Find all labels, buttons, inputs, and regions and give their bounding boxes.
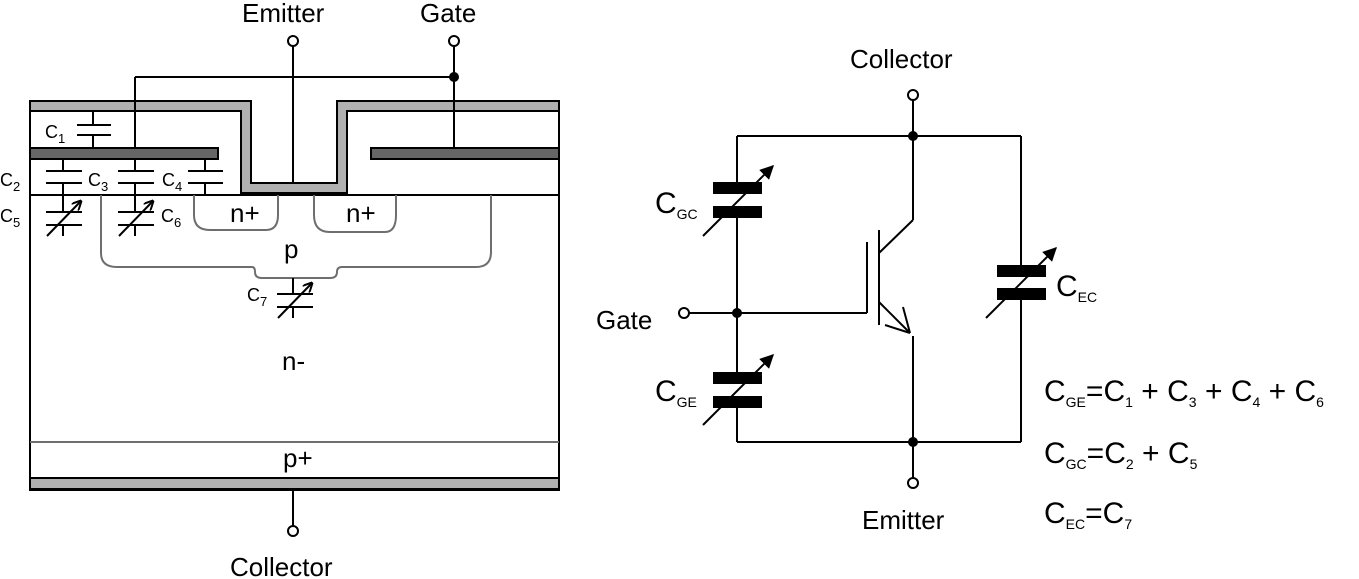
igbt-symbol bbox=[866, 136, 914, 442]
cge-label: CGE bbox=[655, 375, 697, 410]
equation-cgc: CGC=C2 + C5 bbox=[1044, 437, 1198, 472]
capacitor-c4 bbox=[188, 159, 223, 195]
capacitor-c7 bbox=[277, 278, 313, 319]
n-minus-label: n- bbox=[282, 346, 305, 376]
equivalent-circuit: Collector Gate Emitter CGC CGE CEC bbox=[596, 44, 1097, 535]
emitter-terminal-node bbox=[287, 35, 299, 47]
cec-label: CEC bbox=[1056, 270, 1097, 305]
cgc-label: CGC bbox=[655, 187, 698, 222]
collector-terminal-node-circuit bbox=[907, 89, 919, 101]
device-cross-section: Emitter Gate Collector n+ n+ p n- p+ C1 … bbox=[0, 0, 560, 579]
c1-label: C1 bbox=[45, 122, 65, 146]
p-plus-label: p+ bbox=[283, 443, 313, 473]
c3-label: C3 bbox=[88, 170, 108, 194]
gate-label-circuit: Gate bbox=[596, 305, 652, 335]
p-well bbox=[100, 195, 492, 279]
n-plus-right-well bbox=[313, 195, 397, 233]
c5-label: C5 bbox=[0, 206, 20, 230]
capacitor-c2 bbox=[46, 159, 82, 195]
emitter-metal bbox=[29, 100, 560, 194]
gate-junction-dot-circuit bbox=[732, 308, 742, 318]
emitter-label-top: Emitter bbox=[242, 0, 325, 28]
capacitor-cgc bbox=[702, 165, 774, 237]
capacitance-equations: CGE=C1 + C3 + C4 + C6 CGC=C2 + C5 CEC=C7 bbox=[1044, 375, 1324, 532]
gate-poly-right bbox=[370, 147, 560, 160]
capacitor-c1 bbox=[77, 111, 111, 148]
emitter-label-circuit: Emitter bbox=[862, 505, 945, 535]
c7-label: C7 bbox=[247, 285, 267, 309]
equation-cge: CGE=C1 + C3 + C4 + C6 bbox=[1044, 375, 1324, 410]
n-plus-left-label: n+ bbox=[230, 198, 260, 228]
p-label: p bbox=[284, 234, 298, 264]
n-plus-right-label: n+ bbox=[346, 198, 376, 228]
n-plus-left-well bbox=[193, 195, 279, 231]
c4-label: C4 bbox=[162, 170, 182, 194]
collector-label-bottom: Collector bbox=[230, 552, 333, 579]
collector-terminal-node bbox=[287, 525, 299, 537]
capacitor-c3 bbox=[118, 159, 154, 195]
capacitor-c5 bbox=[46, 195, 82, 237]
gate-junction-dot bbox=[449, 72, 459, 82]
capacitor-cge bbox=[702, 354, 774, 426]
capacitor-cec bbox=[985, 247, 1057, 319]
c2-label: C2 bbox=[0, 170, 20, 194]
collector-label-circuit: Collector bbox=[850, 44, 953, 74]
c6-label: C6 bbox=[161, 206, 181, 230]
collector-metal bbox=[29, 477, 560, 490]
emitter-terminal-node-circuit bbox=[907, 477, 919, 489]
capacitor-c6 bbox=[118, 195, 154, 237]
gate-poly-left bbox=[29, 147, 219, 160]
equation-cec: CEC=C7 bbox=[1044, 497, 1132, 532]
gate-terminal-node-circuit bbox=[678, 307, 690, 319]
gate-label-top: Gate bbox=[420, 0, 476, 28]
gate-terminal-node bbox=[448, 35, 460, 47]
